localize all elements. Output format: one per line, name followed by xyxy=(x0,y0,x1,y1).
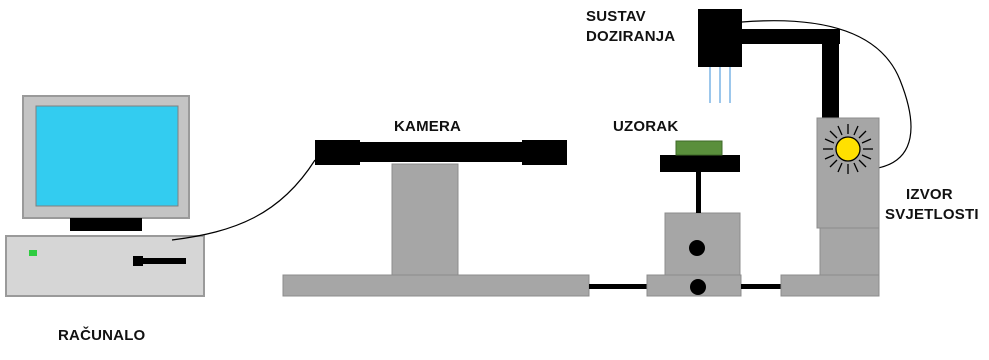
sample-label: UZORAK xyxy=(613,118,679,135)
camera-label: KAMERA xyxy=(394,118,462,135)
disk-drive-slot xyxy=(140,258,186,264)
dosing-cable xyxy=(741,20,912,169)
computer-case xyxy=(5,235,205,297)
dosing-system xyxy=(698,9,912,169)
camera-body xyxy=(360,142,522,162)
camera-cable xyxy=(171,159,316,241)
stage-knob xyxy=(689,240,705,256)
disk-drive-slot-tab xyxy=(133,256,143,266)
sun-icon xyxy=(823,124,873,174)
dosing-arm-vertical xyxy=(822,44,839,118)
light-source xyxy=(816,117,880,276)
monitor-screen xyxy=(35,105,179,207)
power-indicator xyxy=(29,250,37,256)
base-middle-knob xyxy=(690,279,706,295)
camera-end-left xyxy=(315,140,360,165)
case-body xyxy=(5,235,205,297)
light-source-label-line2: SVJETLOSTI xyxy=(885,206,979,223)
camera xyxy=(315,140,567,276)
dosing-unit xyxy=(698,9,742,67)
monitor xyxy=(22,95,190,231)
stage-rod xyxy=(696,172,701,213)
sample xyxy=(675,140,723,156)
camera-end-right xyxy=(522,140,567,165)
dosing-system-label-line2: DOZIRANJA xyxy=(586,28,676,45)
computer xyxy=(5,95,205,297)
monitor-stand xyxy=(70,218,142,231)
base-connector-left xyxy=(589,284,647,289)
dosing-arm-horizontal xyxy=(742,29,840,44)
stage-platform xyxy=(660,155,740,172)
sample-stage xyxy=(660,140,741,276)
base-right xyxy=(780,274,880,297)
base-rail xyxy=(282,274,880,297)
light-column-lower xyxy=(819,227,880,276)
base-left xyxy=(282,274,590,297)
camera-pillar xyxy=(391,163,459,276)
base-connector-right xyxy=(741,284,781,289)
dosing-system-label-line1: SUSTAV xyxy=(586,8,646,25)
computer-label: RAČUNALO xyxy=(58,327,146,344)
light-source-label-line1: IZVOR xyxy=(906,186,953,203)
